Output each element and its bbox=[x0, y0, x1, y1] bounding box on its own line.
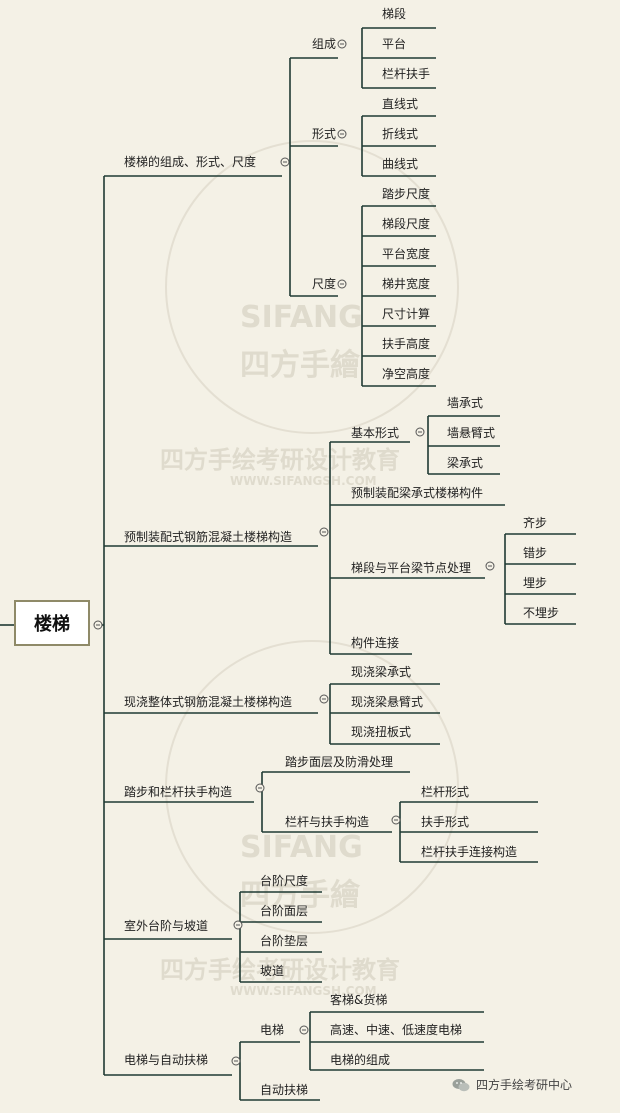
watermark-slogan-bottom: 四方手绘考研设计教育 bbox=[160, 956, 400, 984]
leaf-b4-g1-1[interactable]: 扶手形式 bbox=[421, 815, 470, 829]
leaf-b1-g1-0[interactable]: 梯段 bbox=[382, 7, 407, 21]
root-label: 楼梯 bbox=[34, 614, 70, 635]
leaf-b1-g2-2[interactable]: 曲线式 bbox=[382, 157, 419, 171]
watermark-en-bottom: SIFANG bbox=[240, 830, 363, 865]
leaf-b5-3[interactable]: 坡道 bbox=[260, 964, 285, 978]
leaf-b1-g3-2[interactable]: 平台宽度 bbox=[382, 247, 431, 261]
leaf-b3-2[interactable]: 现浇扭板式 bbox=[351, 725, 412, 739]
leaf-b2-g2-3[interactable]: 不埋步 bbox=[523, 606, 560, 620]
leaf-b6-g1-0[interactable]: 客梯&货梯 bbox=[330, 993, 388, 1007]
watermark-en-top: SIFANG bbox=[240, 300, 363, 335]
leaf-b5-2[interactable]: 台阶垫层 bbox=[260, 934, 309, 948]
watermark-cn-bottom: 四方手繪 bbox=[240, 878, 360, 913]
group-label-b2-g1[interactable]: 基本形式 bbox=[351, 426, 400, 440]
wechat-icon bbox=[452, 1078, 470, 1091]
leaf-b6-g1-2[interactable]: 电梯的组成 bbox=[330, 1053, 391, 1067]
leaf-b3-0[interactable]: 现浇梁承式 bbox=[351, 665, 412, 679]
leaf-b1-g1-1[interactable]: 平台 bbox=[382, 37, 407, 51]
root-node[interactable]: 楼梯 bbox=[14, 600, 90, 646]
leaf-b4-g1-0[interactable]: 栏杆形式 bbox=[421, 785, 470, 799]
branch-label-b4[interactable]: 踏步和栏杆扶手构造 bbox=[124, 785, 233, 799]
leaf-b6-1[interactable]: 自动扶梯 bbox=[260, 1083, 309, 1097]
group-label-b1-g2[interactable]: 形式 bbox=[312, 127, 337, 141]
leaf-b2-g2-2[interactable]: 埋步 bbox=[523, 576, 548, 590]
leaf-b2-2[interactable]: 构件连接 bbox=[351, 636, 400, 650]
leaf-b2-g1-2[interactable]: 梁承式 bbox=[447, 456, 484, 470]
leaf-b1-g3-4[interactable]: 尺寸计算 bbox=[382, 307, 431, 321]
branch-label-b2[interactable]: 预制装配式钢筋混凝土楼梯构造 bbox=[124, 530, 293, 544]
branch-label-b3[interactable]: 现浇整体式钢筋混凝土楼梯构造 bbox=[124, 695, 293, 709]
watermark-url-bottom: WWW.SIFANGSH.COM bbox=[230, 984, 377, 998]
group-label-b2-g2[interactable]: 梯段与平台梁节点处理 bbox=[351, 561, 472, 575]
group-label-b1-g3[interactable]: 尺度 bbox=[312, 277, 337, 291]
leaf-b1-g3-5[interactable]: 扶手高度 bbox=[382, 337, 431, 351]
leaf-b6-g1-1[interactable]: 高速、中速、低速度电梯 bbox=[330, 1023, 463, 1037]
group-label-b1-g1[interactable]: 组成 bbox=[312, 37, 337, 51]
leaf-b2-1[interactable]: 预制装配梁承式楼梯构件 bbox=[351, 486, 484, 500]
leaf-b1-g3-3[interactable]: 梯井宽度 bbox=[382, 277, 431, 291]
footer-brand: 四方手绘考研中心 bbox=[452, 1076, 572, 1093]
leaf-b1-g3-1[interactable]: 梯段尺度 bbox=[382, 217, 431, 231]
branch-label-b6[interactable]: 电梯与自动扶梯 bbox=[124, 1053, 209, 1067]
watermark-url-top: WWW.SIFANGSH.COM bbox=[230, 474, 377, 488]
footer-text: 四方手绘考研中心 bbox=[476, 1078, 573, 1092]
group-label-b6-g1[interactable]: 电梯 bbox=[260, 1023, 285, 1037]
leaf-b4-1[interactable]: 踏步面层及防滑处理 bbox=[285, 755, 394, 769]
leaf-b5-1[interactable]: 台阶面层 bbox=[260, 904, 309, 918]
leaf-b1-g2-1[interactable]: 折线式 bbox=[382, 127, 419, 141]
leaf-b2-g2-1[interactable]: 错步 bbox=[523, 546, 548, 560]
leaf-b1-g2-0[interactable]: 直线式 bbox=[382, 97, 419, 111]
leaf-b1-g1-2[interactable]: 栏杆扶手 bbox=[382, 67, 431, 81]
leaf-b2-g1-1[interactable]: 墙悬臂式 bbox=[447, 426, 496, 440]
leaf-b2-g2-0[interactable]: 齐步 bbox=[523, 516, 548, 530]
watermark-circle-bottom bbox=[165, 640, 459, 934]
watermark-circle-top bbox=[165, 140, 459, 434]
leaf-b4-g1-2[interactable]: 栏杆扶手连接构造 bbox=[421, 845, 518, 859]
leaf-b2-g1-0[interactable]: 墙承式 bbox=[447, 396, 484, 410]
watermark-cn-top: 四方手繪 bbox=[240, 348, 360, 383]
group-label-b4-g1[interactable]: 栏杆与扶手构造 bbox=[285, 815, 370, 829]
leaf-b3-1[interactable]: 现浇梁悬臂式 bbox=[351, 695, 424, 709]
watermark-slogan-top: 四方手绘考研设计教育 bbox=[160, 446, 400, 474]
leaf-b5-0[interactable]: 台阶尺度 bbox=[260, 874, 309, 888]
leaf-b1-g3-6[interactable]: 净空高度 bbox=[382, 367, 431, 381]
branch-label-b5[interactable]: 室外台阶与坡道 bbox=[124, 919, 209, 933]
branch-label-b1[interactable]: 楼梯的组成、形式、尺度 bbox=[124, 155, 257, 169]
leaf-b1-g3-0[interactable]: 踏步尺度 bbox=[382, 187, 431, 201]
